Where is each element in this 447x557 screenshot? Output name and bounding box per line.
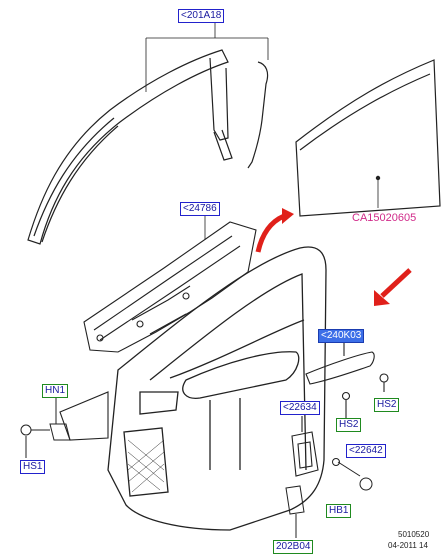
callout-weatherstrip[interactable]: <201A18 [178, 9, 225, 23]
weatherstrip-callout-lines [145, 22, 269, 92]
callout-bezel[interactable]: <22642 [346, 444, 386, 458]
bezel-screw-drawing [332, 458, 373, 491]
callout-armrest-trim[interactable]: <240K03 [318, 329, 365, 343]
retaining-clip-drawing [285, 485, 305, 538]
callout-hs2-mid[interactable]: HS2 [336, 418, 362, 432]
left-fasteners-drawing [20, 398, 71, 458]
inner-handle-drawing [291, 416, 319, 477]
door-trim-panel-drawing [107, 246, 327, 531]
footer-date: 04-2011 14 [388, 541, 428, 550]
armrest-trim-drawing [305, 342, 389, 418]
door-glass-drawing [295, 59, 441, 217]
callout-handle[interactable]: <22634 [280, 401, 320, 415]
weatherstrip-drawing [27, 49, 269, 245]
callout-hs2-right[interactable]: HS2 [374, 398, 400, 412]
red-arrow-straight [374, 268, 412, 306]
footer-code: 5010520 [398, 530, 430, 539]
catalog-number: CA15020605 [352, 212, 417, 224]
speaker-grille [127, 439, 165, 493]
callout-hb1[interactable]: HB1 [326, 504, 352, 518]
callout-clip[interactable]: 202B04 [273, 540, 314, 554]
inner-panel-drawing [59, 221, 257, 441]
red-arrow-curved [255, 208, 294, 253]
callout-hn1[interactable]: HN1 [42, 384, 69, 398]
callout-inner-panel[interactable]: <24786 [180, 202, 220, 216]
callout-hs1[interactable]: HS1 [20, 460, 46, 474]
